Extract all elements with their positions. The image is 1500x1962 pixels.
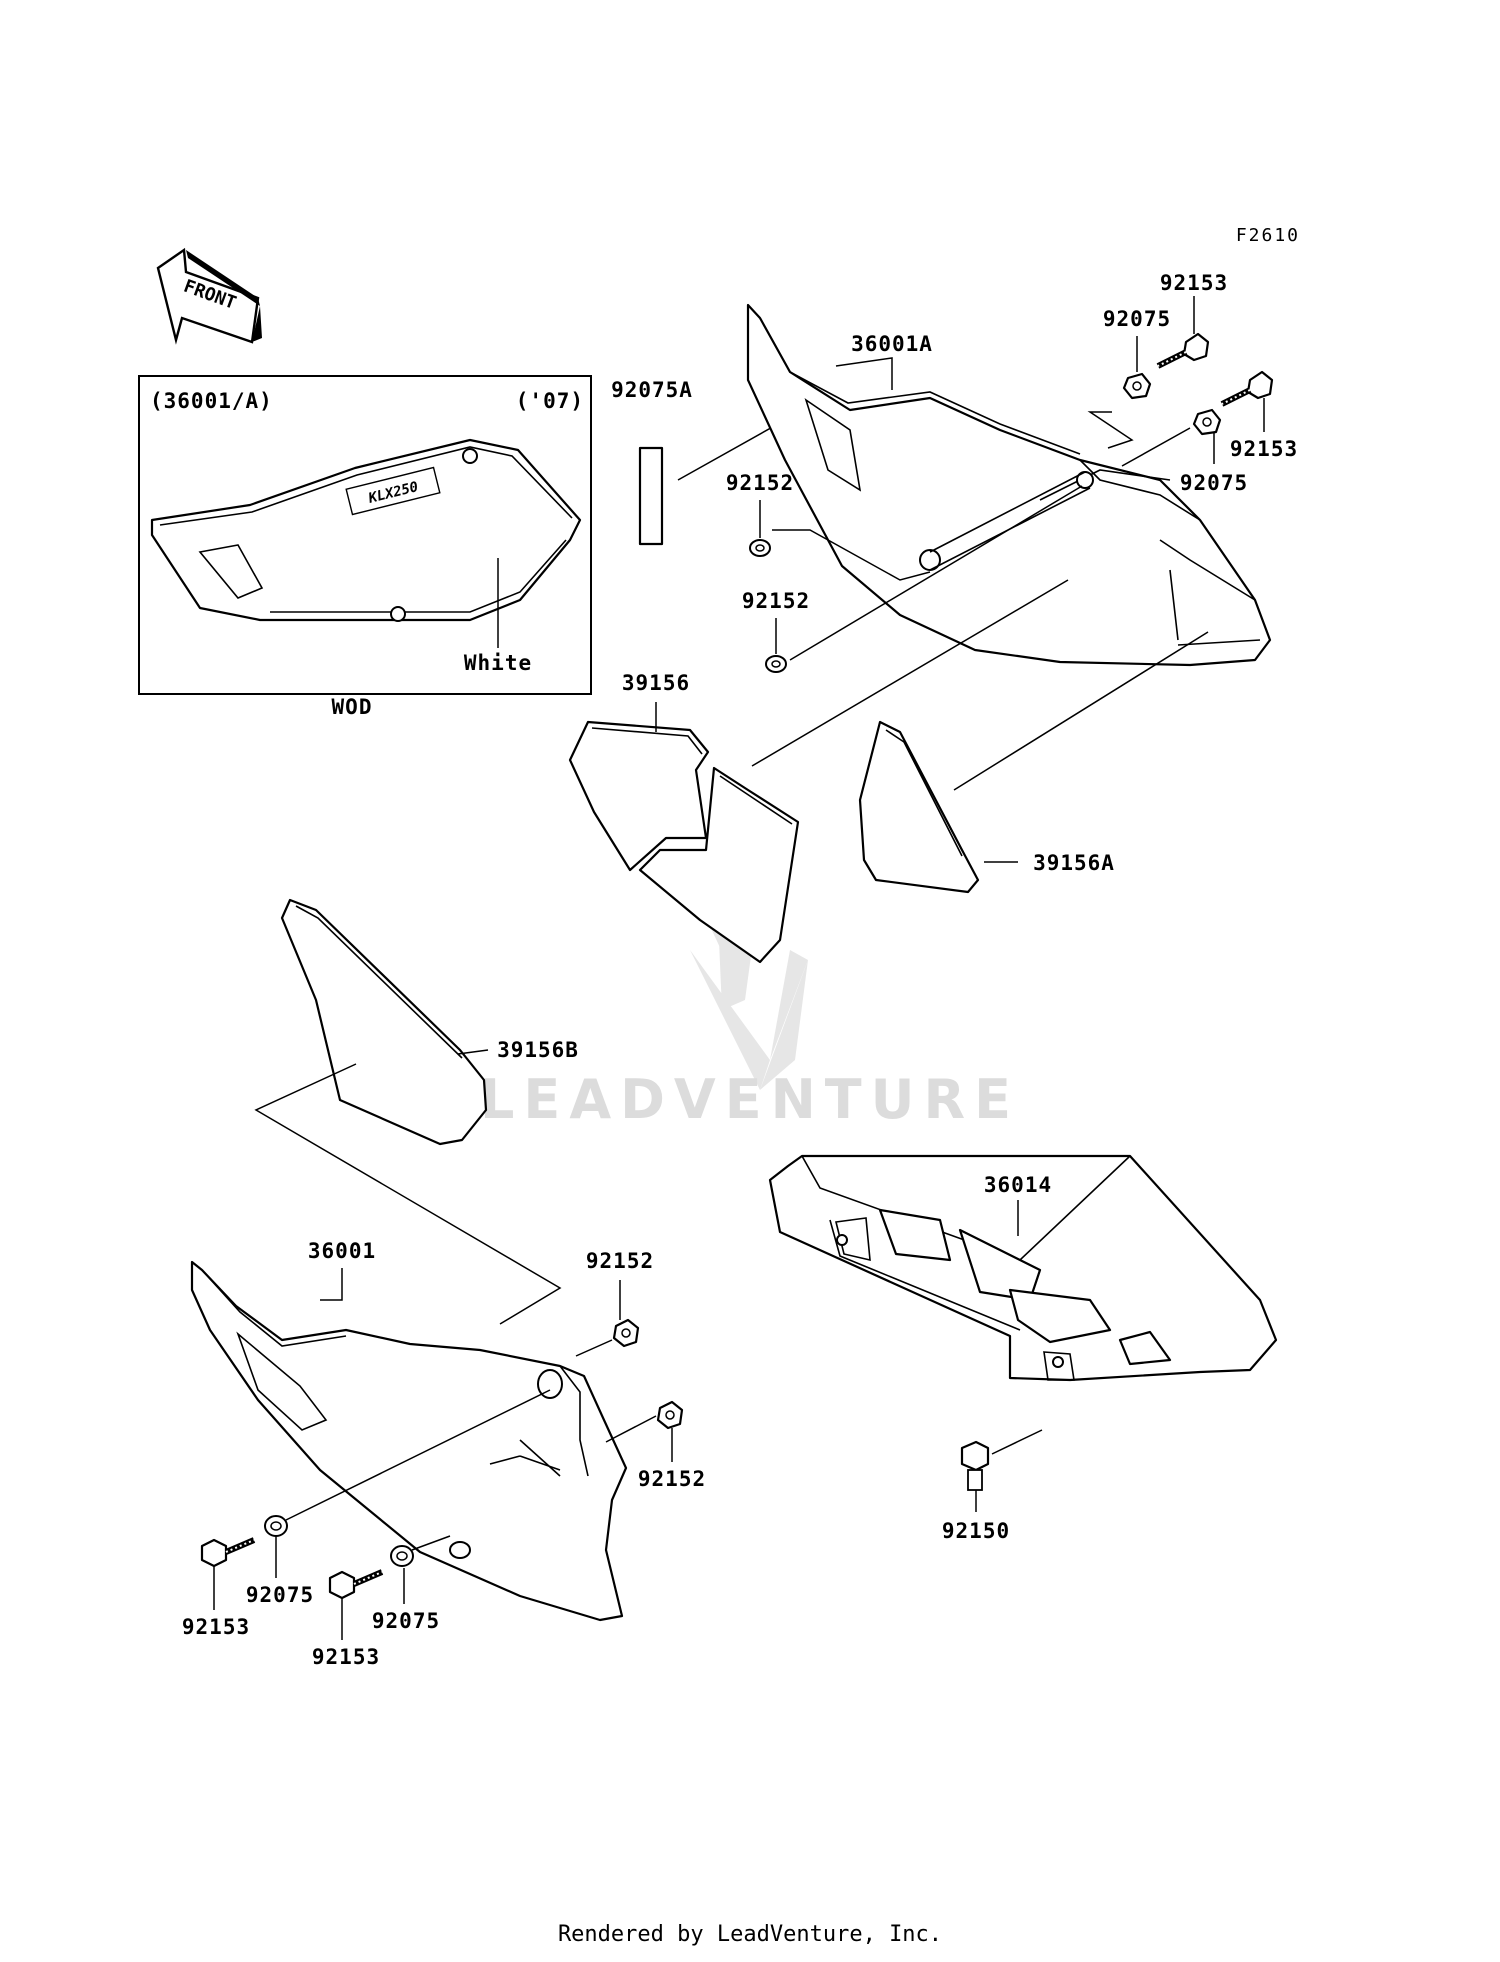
label-92075-bot1: 92075 [246, 1583, 314, 1607]
label-92153-bot2: 92153 [312, 1645, 380, 1669]
label-36001A: 36001A [851, 332, 933, 356]
label-36014: 36014 [984, 1173, 1052, 1197]
bolt-icon [960, 1440, 990, 1491]
grommet-icon [765, 655, 787, 673]
label-92075-top2: 92075 [1180, 471, 1248, 495]
part-92075A [638, 446, 664, 546]
label-92150: 92150 [942, 1519, 1010, 1543]
inset-year: ('07) [516, 389, 584, 413]
label-92075-bot2: 92075 [372, 1609, 440, 1633]
label-36001: 36001 [308, 1239, 376, 1263]
label-92152-top2: 92152 [742, 589, 810, 613]
label-39156: 39156 [622, 671, 690, 695]
grommet-icon [749, 539, 771, 557]
inset-title: (36001/A) [150, 389, 273, 413]
watermark-text: LEADVENTURE [480, 1068, 1020, 1131]
part-39156B [280, 898, 488, 1146]
inset-bolt-hole [390, 606, 406, 622]
footer-credit: Rendered by LeadVenture, Inc. [557, 1922, 943, 1947]
washer-icon [390, 1545, 414, 1567]
washer-icon [1192, 408, 1222, 436]
washer-icon [656, 1400, 684, 1430]
label-39156B: 39156B [497, 1038, 579, 1062]
label-92152-bot2: 92152 [638, 1467, 706, 1491]
inset-side-cover [150, 438, 582, 622]
inset-box: (36001/A) ('07) KLX250 White [138, 375, 592, 695]
part-36001 [190, 1260, 628, 1622]
washer-icon [264, 1515, 288, 1537]
washer-icon [1122, 372, 1152, 400]
bolt-icon [1220, 370, 1274, 407]
part-39156A [858, 720, 980, 894]
part-39156 [568, 720, 800, 964]
label-92075-top1: 92075 [1103, 307, 1171, 331]
part-36014 [768, 1154, 1278, 1382]
label-92152-top1: 92152 [726, 471, 794, 495]
inset-bolt-hole [462, 448, 478, 464]
part-36001A [746, 303, 1272, 667]
label-92075A: 92075A [611, 378, 693, 402]
label-39156A: 39156A [1033, 851, 1115, 875]
washer-icon [612, 1318, 640, 1348]
label-92153-top1: 92153 [1160, 271, 1228, 295]
front-arrow-icon: FRONT [156, 247, 262, 345]
inset-color-label: White [464, 651, 532, 675]
label-92153-bot1: 92153 [182, 1615, 250, 1639]
bolt-icon [200, 1537, 256, 1568]
label-92152-bot1: 92152 [586, 1249, 654, 1273]
bolt-icon [1156, 332, 1210, 369]
bolt-icon [328, 1569, 384, 1600]
inset-caption: WOD [332, 695, 373, 719]
diagram-code: F2610 [1236, 225, 1300, 246]
label-92153-top2: 92153 [1230, 437, 1298, 461]
